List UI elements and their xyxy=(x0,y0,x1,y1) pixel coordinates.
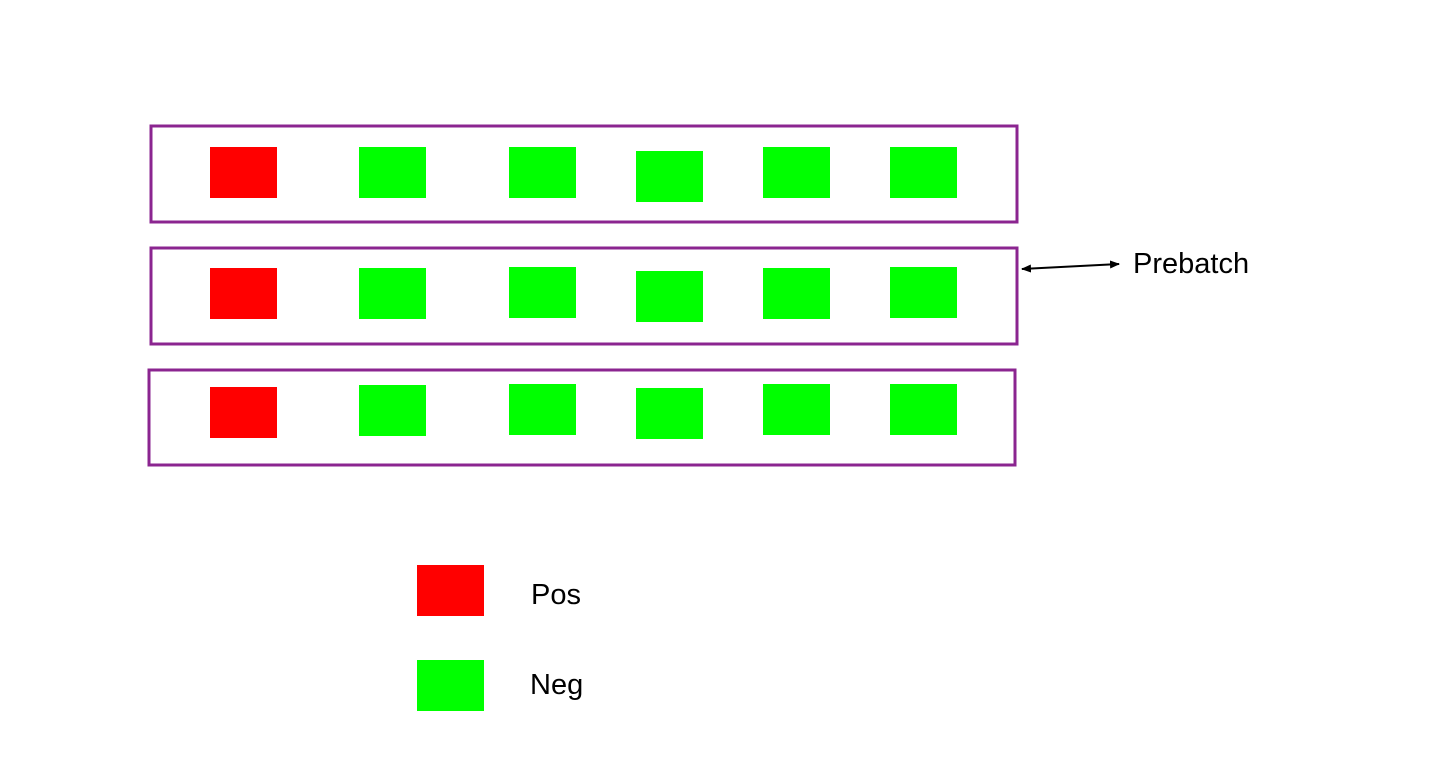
neg-sample xyxy=(359,147,426,198)
batch-frame xyxy=(149,246,1019,346)
batch-frame xyxy=(149,124,1019,224)
pos-sample xyxy=(210,268,277,319)
neg-sample xyxy=(890,267,957,318)
neg-sample xyxy=(890,384,957,435)
neg-sample xyxy=(636,271,703,322)
batch-row xyxy=(149,124,1019,224)
prebatch-annotation: Prebatch xyxy=(1021,248,1249,280)
neg-sample xyxy=(763,147,830,198)
legend-label-neg: Neg xyxy=(530,669,583,701)
neg-sample xyxy=(509,267,576,318)
legend-swatch-neg xyxy=(417,660,484,711)
neg-sample xyxy=(509,147,576,198)
batch-row xyxy=(147,368,1017,467)
legend: Pos Neg xyxy=(417,565,583,711)
neg-sample xyxy=(763,384,830,435)
double-arrow-icon xyxy=(1021,260,1120,273)
neg-sample xyxy=(636,151,703,202)
pos-sample xyxy=(210,387,277,438)
batch-row xyxy=(149,246,1019,346)
neg-sample xyxy=(509,384,576,435)
neg-sample xyxy=(359,385,426,436)
legend-swatch-pos xyxy=(417,565,484,616)
prebatch-label: Prebatch xyxy=(1133,248,1249,280)
batch-rows xyxy=(147,124,1019,467)
batch-frame xyxy=(147,368,1017,467)
legend-label-pos: Pos xyxy=(531,579,581,611)
neg-sample xyxy=(890,147,957,198)
pos-sample xyxy=(210,147,277,198)
neg-sample xyxy=(636,388,703,439)
neg-sample xyxy=(763,268,830,319)
neg-sample xyxy=(359,268,426,319)
